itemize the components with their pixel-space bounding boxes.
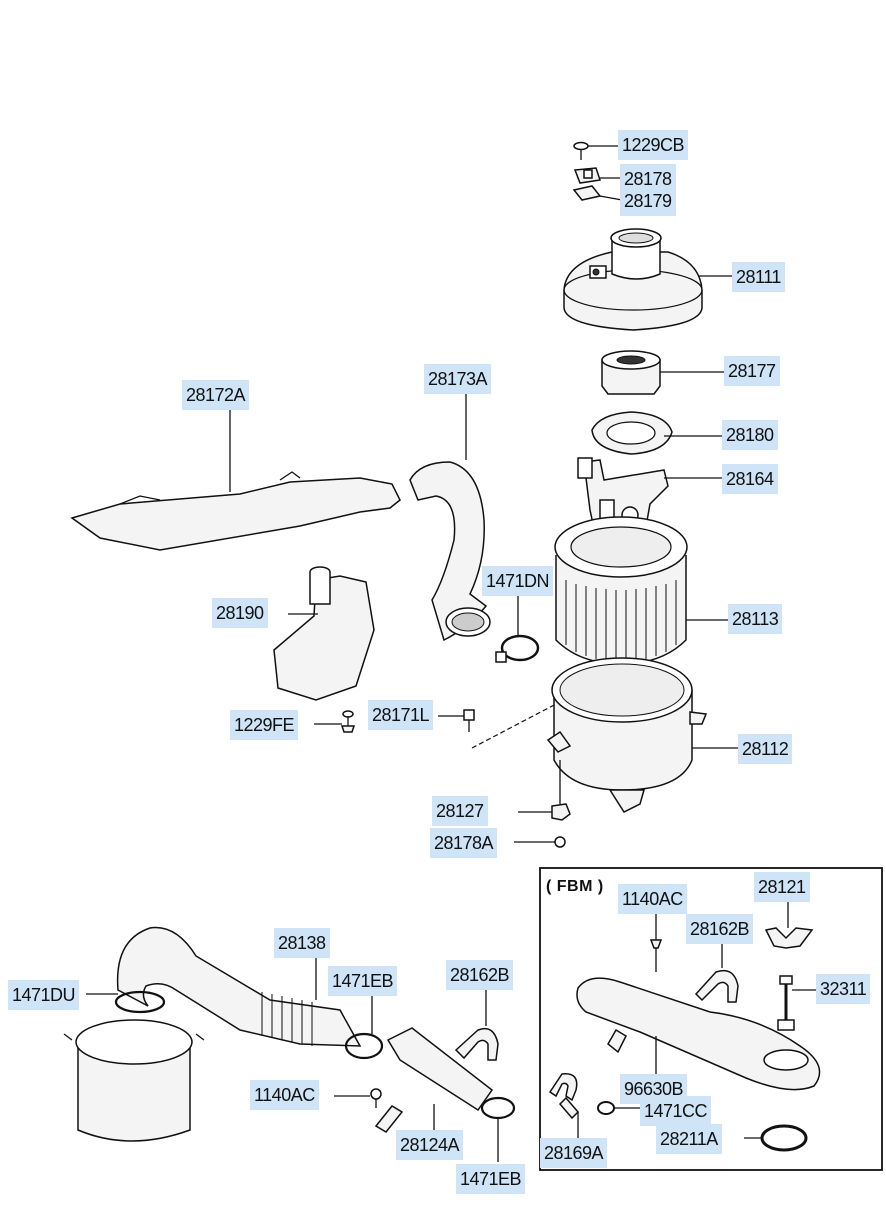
label-1140ac-left: 1140AC bbox=[250, 1080, 319, 1110]
label-28112: 28112 bbox=[738, 734, 793, 764]
label-28169a: 28169A bbox=[540, 1138, 608, 1168]
label-28124a: 28124A bbox=[396, 1130, 464, 1160]
label-28121: 28121 bbox=[754, 872, 810, 902]
label-28180: 28180 bbox=[722, 420, 778, 450]
label-28113: 28113 bbox=[728, 604, 783, 634]
clip-1471cc bbox=[597, 1101, 615, 1115]
label-1471cc: 1471CC bbox=[640, 1096, 712, 1126]
label-28127: 28127 bbox=[432, 796, 488, 826]
bolt-1140ac-fbm bbox=[649, 939, 663, 949]
label-28173a: 28173A bbox=[424, 364, 492, 394]
canister-1471du-base bbox=[63, 1019, 205, 1142]
clip-28178 bbox=[573, 167, 601, 184]
label-1471eb-top: 1471EB bbox=[328, 966, 398, 996]
gasket-28180 bbox=[591, 411, 673, 455]
hose-28138 bbox=[114, 926, 384, 1060]
resonator-28190 bbox=[273, 566, 375, 701]
label-1229cb: 1229CB bbox=[618, 130, 689, 160]
stud-32311 bbox=[777, 975, 795, 1031]
fbm-box bbox=[539, 867, 883, 1171]
bolt-1229fe bbox=[340, 710, 356, 733]
hose-28173a bbox=[409, 461, 491, 642]
label-28179: 28179 bbox=[620, 186, 676, 216]
label-28190: 28190 bbox=[212, 598, 268, 628]
wing-nut-28121 bbox=[764, 927, 814, 949]
ring-28211a bbox=[760, 1124, 808, 1152]
duct-28172a bbox=[70, 471, 401, 551]
label-1471eb-bottom: 1471EB bbox=[456, 1164, 526, 1194]
fbm-section-title: ( FBM ) bbox=[546, 878, 604, 895]
label-28164: 28164 bbox=[722, 464, 778, 494]
label-28178a: 28178A bbox=[430, 828, 498, 858]
label-28162b-left: 28162B bbox=[446, 960, 514, 990]
clip-28179 bbox=[572, 185, 602, 201]
hose-28169a bbox=[548, 1073, 580, 1120]
label-1471dn: 1471DN bbox=[482, 566, 554, 596]
cover-28111 bbox=[563, 228, 703, 331]
housing-28112 bbox=[546, 657, 708, 813]
screw-1229cb bbox=[573, 141, 589, 160]
label-28111: 28111 bbox=[732, 262, 785, 292]
label-32311: 32311 bbox=[816, 974, 871, 1004]
label-1229fe: 1229FE bbox=[230, 710, 299, 740]
label-28177: 28177 bbox=[724, 356, 780, 386]
bolt-1140ac-left bbox=[370, 1088, 382, 1108]
label-28172a: 28172A bbox=[182, 380, 250, 410]
label-28162b-fbm: 28162B bbox=[686, 914, 754, 944]
clamp-1471dn bbox=[495, 634, 540, 663]
label-28171l: 28171L bbox=[368, 700, 434, 730]
label-28138: 28138 bbox=[274, 928, 330, 958]
insert-28177 bbox=[601, 350, 661, 395]
label-28211a: 28211A bbox=[656, 1124, 722, 1154]
tube-28162b-left bbox=[454, 1027, 499, 1061]
tube-28162b-fbm bbox=[694, 969, 739, 1003]
nut-28127 bbox=[551, 803, 571, 821]
label-1471du: 1471DU bbox=[8, 980, 80, 1010]
label-1140ac-fbm: 1140AC bbox=[618, 884, 687, 914]
filter-element-28113 bbox=[554, 516, 688, 665]
duct-96630b bbox=[576, 977, 821, 1091]
bolt-28171l bbox=[463, 709, 475, 732]
grommet-28178a bbox=[554, 836, 566, 848]
